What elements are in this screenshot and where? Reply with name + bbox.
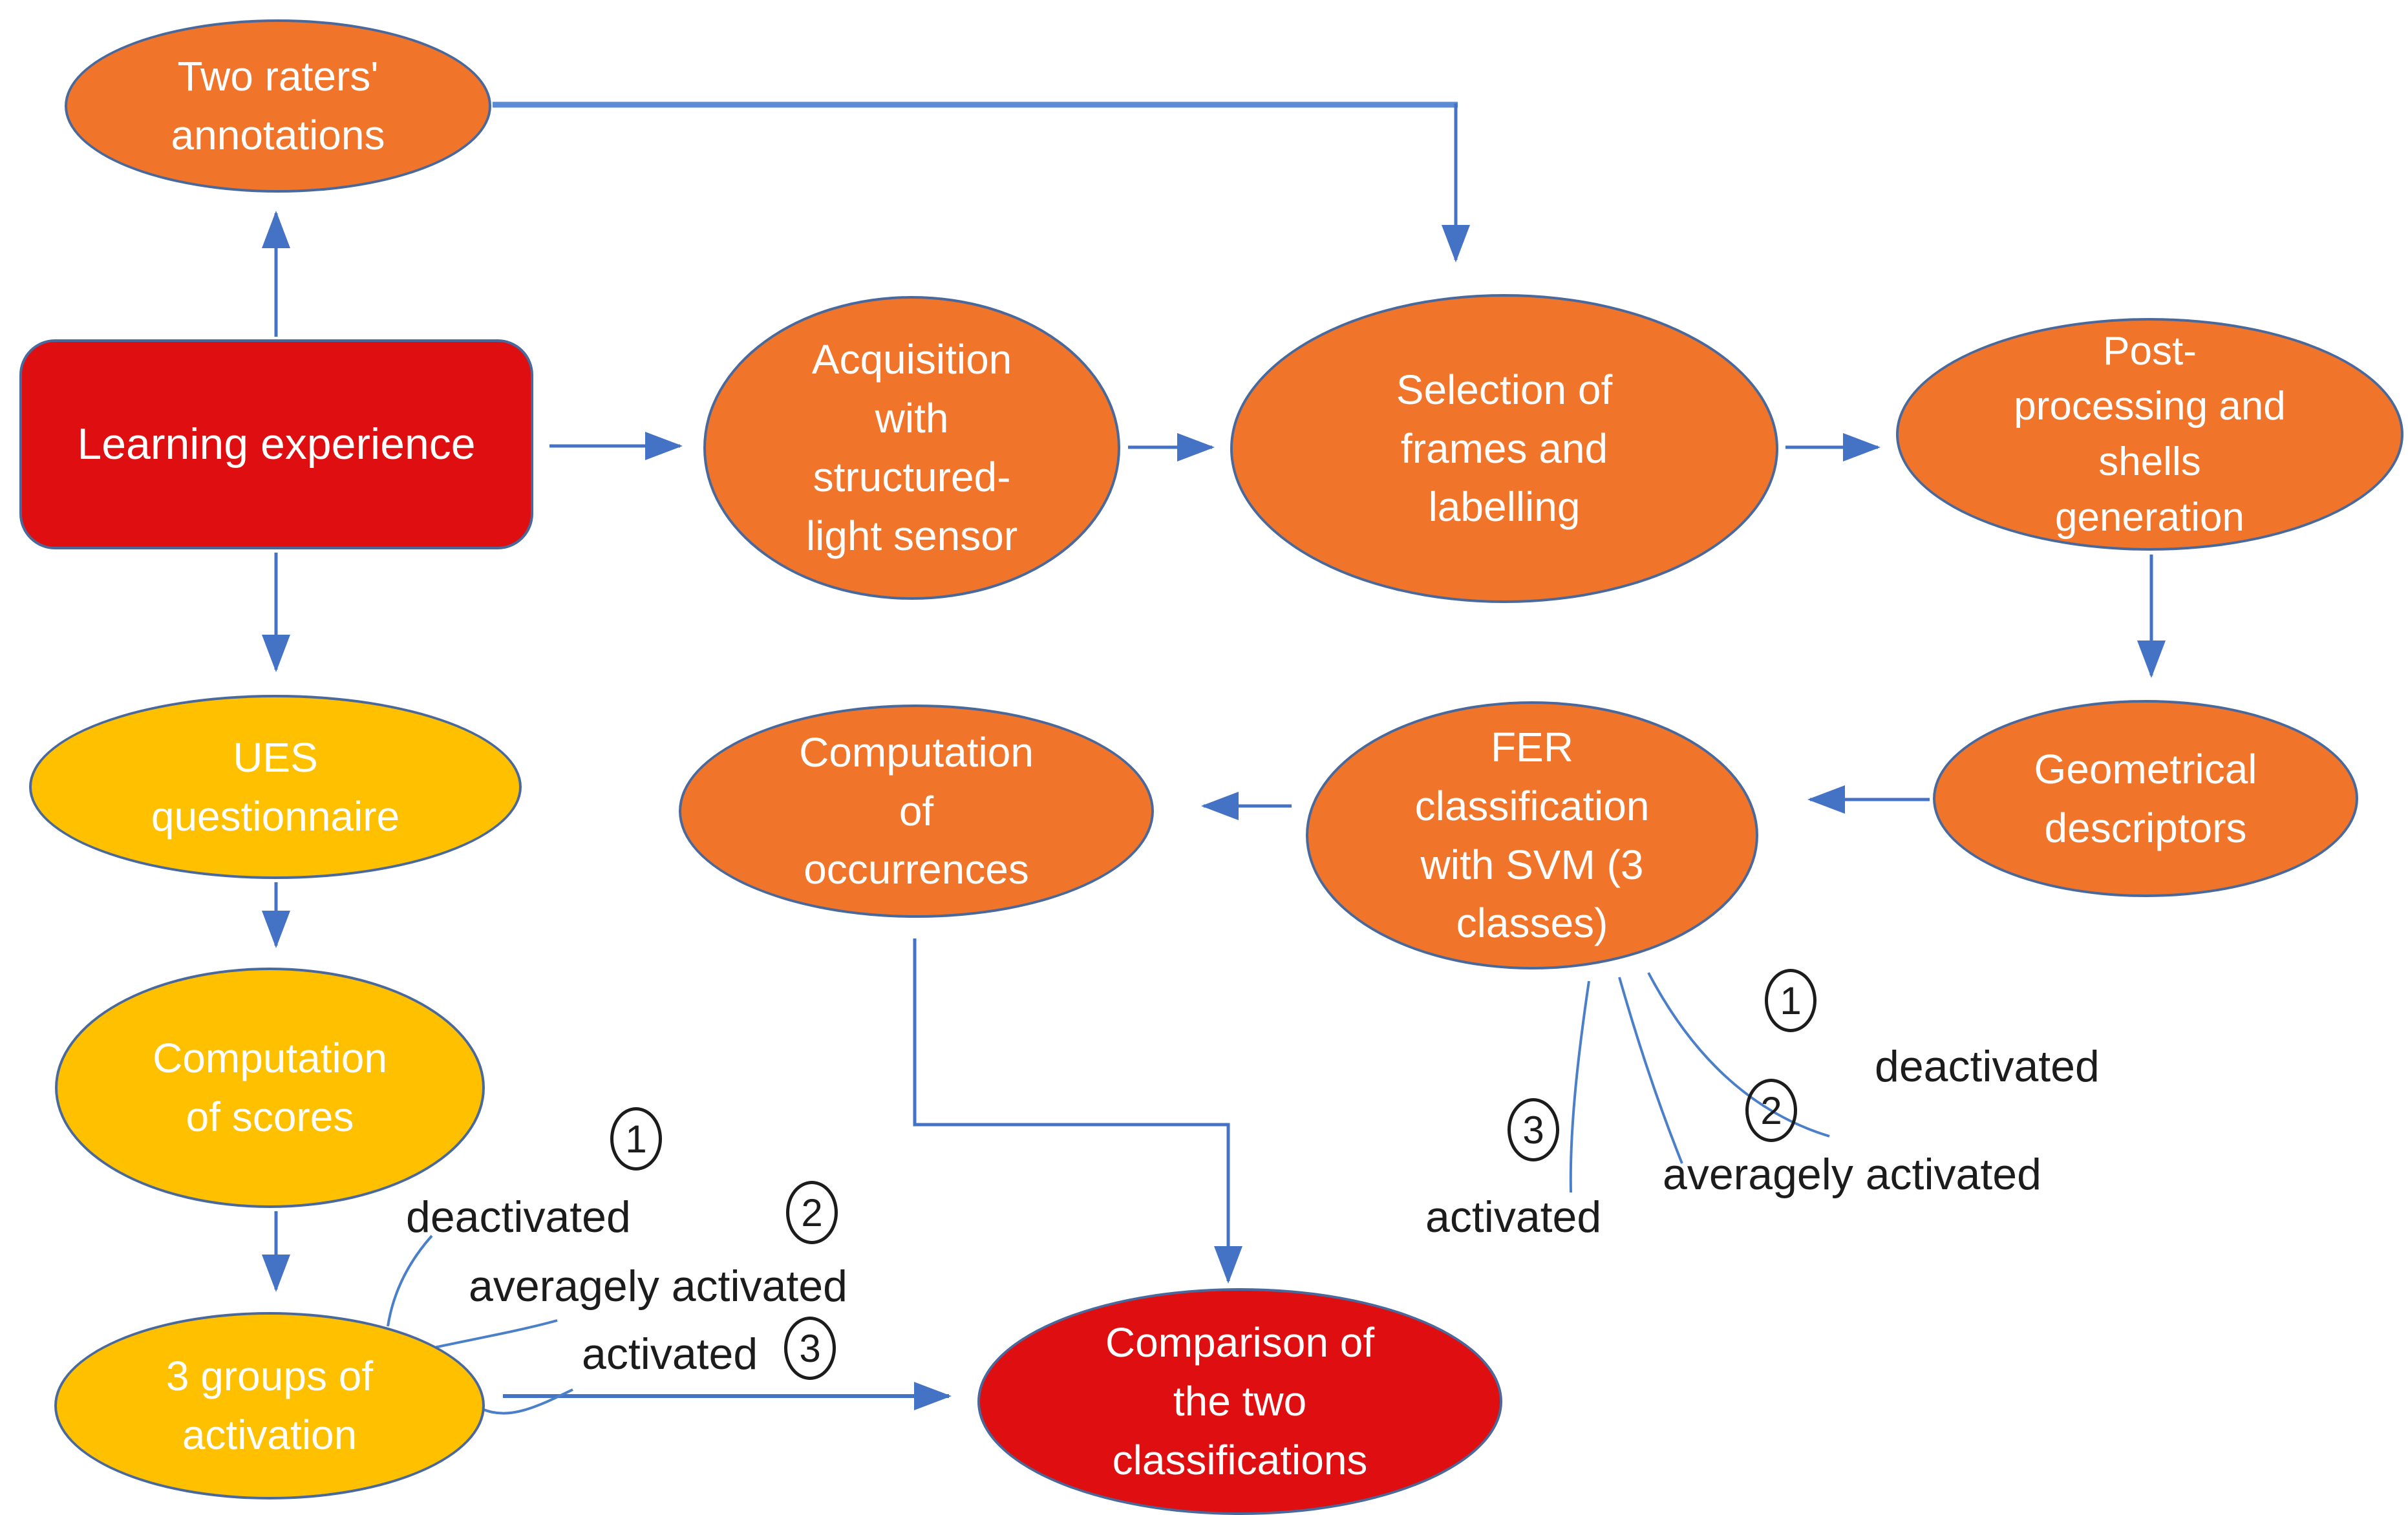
leader-groups-averagely-activated bbox=[418, 1319, 558, 1352]
node-label: Geometrical descriptors bbox=[2034, 745, 2257, 851]
node-label: Two raters' annotations bbox=[171, 53, 385, 158]
node-fer-classification-svm: FER classification with SVM (3 classes) bbox=[1306, 701, 1758, 969]
label-averagely-activated-groups: averagely activated bbox=[469, 1262, 847, 1311]
label-activated-fer: activated bbox=[1425, 1192, 1602, 1242]
node-label: Computation of occurrences bbox=[799, 728, 1034, 893]
node-label: Learning experience bbox=[77, 419, 476, 469]
circled-number-1-groups: 1 bbox=[610, 1107, 662, 1171]
circled-number-1-fer: 1 bbox=[1765, 969, 1817, 1032]
leader-groups-deactivated bbox=[387, 1234, 433, 1327]
node-label: 3 groups of activation bbox=[165, 1353, 374, 1458]
node-comparison-two-classifications: Comparison of the two classifications bbox=[977, 1288, 1502, 1515]
node-computation-of-scores: Computation of scores bbox=[55, 968, 485, 1208]
circled-number-2-fer: 2 bbox=[1745, 1079, 1797, 1142]
node-label: Post- processing and shells generation bbox=[2014, 328, 2286, 540]
node-learning-experience: Learning experience bbox=[19, 339, 533, 549]
leader-fer-deactivated bbox=[1647, 972, 1830, 1138]
arrow-occurrences-to-comparison bbox=[913, 938, 1242, 1284]
leader-fer-averagely-activated bbox=[1618, 977, 1683, 1164]
node-post-processing-shells: Post- processing and shells generation bbox=[1896, 318, 2403, 551]
label-deactivated-fer: deactivated bbox=[1875, 1042, 2100, 1091]
node-label: Computation of scores bbox=[153, 1035, 387, 1140]
circled-number-3-fer: 3 bbox=[1508, 1098, 1559, 1161]
node-label: Comparison of the two classifications bbox=[1105, 1319, 1375, 1483]
label-averagely-activated-fer: averagely activated bbox=[1663, 1150, 2041, 1199]
leader-groups-activated bbox=[482, 1388, 573, 1415]
node-acquisition-structured-light: Acquisition with structured- light senso… bbox=[703, 296, 1120, 600]
label-deactivated-groups: deactivated bbox=[406, 1192, 631, 1242]
node-selection-frames-labelling: Selection of frames and labelling bbox=[1230, 294, 1778, 603]
node-ues-questionnaire: UES questionnaire bbox=[29, 695, 522, 879]
label-activated-groups: activated bbox=[582, 1330, 758, 1379]
leader-fer-activated bbox=[1569, 980, 1590, 1193]
node-label: FER classification with SVM (3 classes) bbox=[1414, 723, 1650, 947]
circled-number-2-groups: 2 bbox=[786, 1181, 838, 1244]
node-two-raters-annotations: Two raters' annotations bbox=[65, 19, 491, 193]
node-label: UES questionnaire bbox=[151, 734, 400, 840]
circled-number-3-groups: 3 bbox=[784, 1317, 836, 1380]
node-computation-of-occurrences: Computation of occurrences bbox=[679, 705, 1154, 918]
node-geometrical-descriptors: Geometrical descriptors bbox=[1933, 700, 2358, 897]
node-label: Selection of frames and labelling bbox=[1396, 366, 1613, 531]
node-label: Acquisition with structured- light senso… bbox=[805, 336, 1018, 559]
node-3-groups-of-activation: 3 groups of activation bbox=[54, 1312, 485, 1499]
